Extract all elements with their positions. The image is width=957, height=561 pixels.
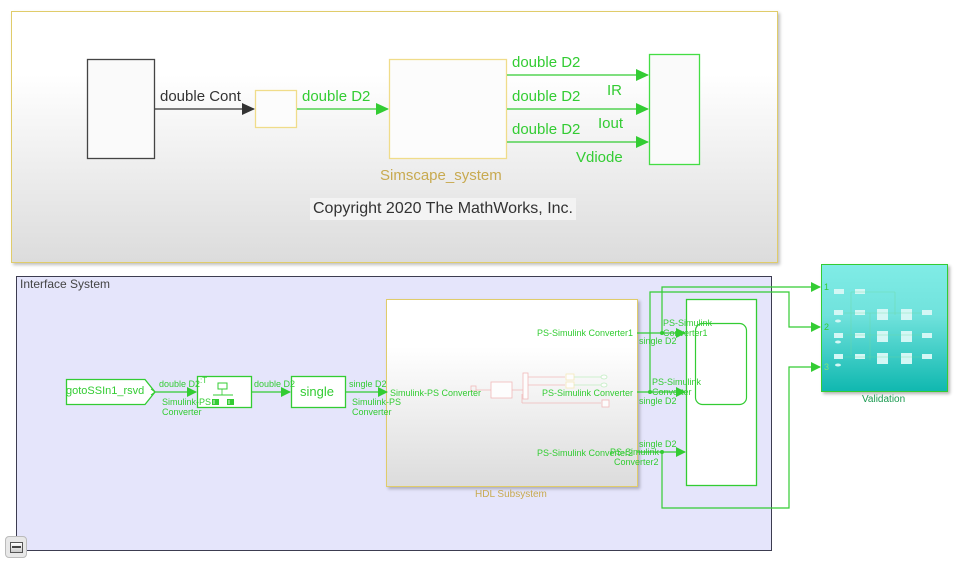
interface-scope-display [694, 322, 748, 406]
goto-block[interactable] [65, 378, 156, 406]
output-signal-label-2: single D2 [639, 396, 677, 406]
collapse-area-button[interactable] [5, 536, 27, 558]
ps-simulink-2-name-line2: Converter [652, 387, 692, 397]
conversion-block[interactable] [254, 89, 298, 129]
sps-converter-2-name-line2: Converter [352, 407, 392, 417]
single-conversion-block[interactable] [290, 375, 347, 409]
validation-line-3[interactable] [661, 362, 821, 509]
sps-converter-1-name-line2: Converter [162, 407, 202, 417]
hdl-input-port-label: Simulink-PS Converter [390, 388, 482, 398]
conversion-signal-label: double D2 [302, 88, 371, 105]
sps-converter-1-name-line1: Simulink-PS [162, 397, 212, 407]
ps-simulink-1-name-line2: Converter1 [663, 328, 708, 338]
copyright-annotation: Copyright 2020 The MathWorks, Inc. [310, 198, 576, 220]
signal-label-3: single D2 [349, 379, 387, 389]
validation-name[interactable]: Validation [862, 394, 906, 405]
goto-block-label: gotoSSIn1_rsvd [66, 385, 145, 397]
ps-simulink-1-name-line1: PS-Simulink [663, 318, 713, 328]
sps-converter-2-name-line1: Simulink-PS [352, 397, 402, 407]
source-block[interactable] [86, 58, 156, 160]
validation-block[interactable] [821, 264, 948, 392]
validation-port-3: 3 [824, 362, 830, 372]
source-signal-label: double Cont [160, 88, 241, 105]
output-signal-label-3: single D2 [639, 439, 677, 449]
minimize-icon [10, 542, 23, 553]
output-signal-label-vdiode: double D2 [512, 121, 581, 138]
port-label-ir: IR [607, 82, 622, 99]
hdl-internal-preview [470, 372, 610, 408]
sps-converter-tag: :T [200, 376, 208, 385]
validation-port-2: 2 [824, 322, 830, 332]
simulink-ps-converter-1-block[interactable] [196, 375, 253, 409]
simscape-system-block[interactable] [388, 58, 508, 160]
port-label-iout: Iout [598, 115, 624, 132]
scope-block[interactable] [648, 53, 701, 166]
hdl-output-port-label-3: PS-Simulink Converter2 [537, 448, 634, 458]
ps-simulink-3-name-line1: PS-Simulink [610, 447, 660, 457]
simscape-system-name[interactable]: Simscape_system [380, 167, 502, 184]
hdl-output-port-label-2: PS-Simulink Converter [542, 388, 634, 398]
output-signal-label-1: single D2 [639, 336, 677, 346]
validation-line-2[interactable] [649, 291, 821, 392]
single-block-label: single [300, 384, 334, 399]
interface-scope-block[interactable] [685, 298, 758, 487]
validation-line-1[interactable] [661, 282, 821, 333]
signal-label-1: double D2 [159, 379, 201, 389]
validation-port-1: 1 [824, 282, 830, 292]
output-signal-label-ir: double D2 [512, 54, 581, 71]
ps-simulink-2-name-line1: PS-Simulink [652, 377, 702, 387]
converter-icon [212, 382, 234, 405]
signal-label-2: double D2 [254, 379, 296, 389]
validation-internal-wires [844, 291, 922, 360]
hdl-output-port-label-1: PS-Simulink Converter1 [537, 328, 634, 338]
output-signal-label-iout: double D2 [512, 88, 581, 105]
hdl-subsystem-name[interactable]: HDL Subsystem [475, 489, 547, 500]
interface-system-title: Interface System [20, 277, 111, 291]
ps-simulink-3-name-line2: Converter2 [614, 457, 659, 467]
validation-internal-preview [834, 289, 932, 367]
port-label-vdiode: Vdiode [576, 149, 623, 166]
